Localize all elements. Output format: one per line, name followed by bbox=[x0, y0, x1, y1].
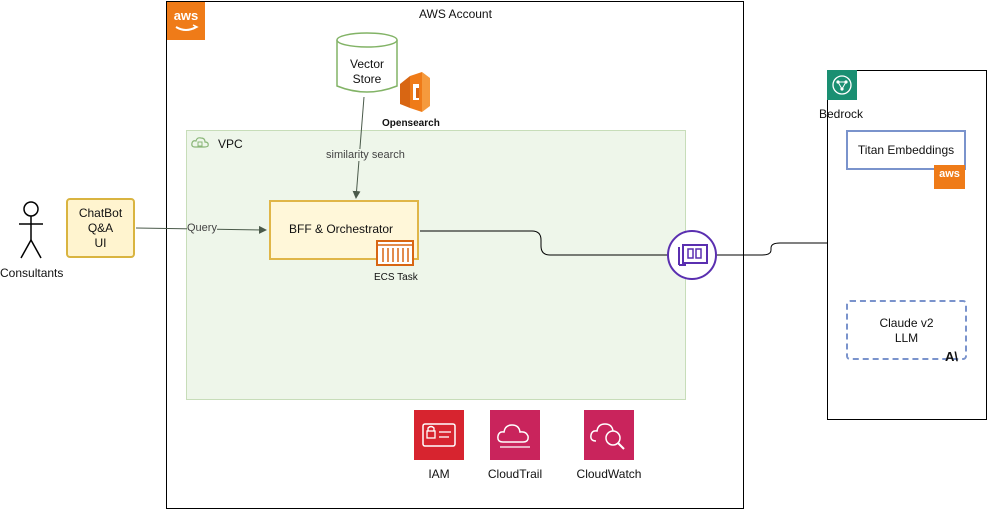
vpc-title: VPC bbox=[218, 137, 243, 151]
opensearch-icon bbox=[400, 72, 430, 112]
similarity-edge bbox=[352, 96, 365, 199]
claude-line-2: LLM bbox=[894, 331, 919, 345]
cloudwatch-icon bbox=[584, 410, 634, 460]
chatbot-ui-box: ChatBot Q&A UI bbox=[66, 198, 135, 258]
titan-embeddings-box: Titan Embeddings bbox=[846, 130, 966, 170]
bedrock-icon bbox=[827, 70, 857, 100]
endpoint-to-bedrock-edge bbox=[717, 242, 827, 256]
aws-logo: aws bbox=[167, 2, 205, 40]
bedrock-label: Bedrock bbox=[819, 107, 864, 121]
vpc-cloud-icon bbox=[191, 137, 209, 148]
opensearch-label: Opensearch bbox=[382, 118, 440, 129]
iam-label: IAM bbox=[428, 467, 450, 481]
chatbot-line-1: ChatBot bbox=[78, 206, 123, 220]
titan-label: Titan Embeddings bbox=[857, 143, 955, 157]
consultants-label: Consultants bbox=[0, 266, 64, 280]
iam-icon bbox=[414, 410, 464, 460]
aws-badge-icon: aws bbox=[934, 165, 965, 189]
bff-label: BFF & Orchestrator bbox=[289, 222, 394, 236]
ecs-task-label: ECS Task bbox=[374, 272, 418, 283]
query-label: Query bbox=[187, 222, 217, 234]
chatbot-line-2: Q&A bbox=[87, 221, 114, 235]
claude-line-1: Claude v2 bbox=[879, 316, 934, 330]
aws-logo-text: aws bbox=[173, 8, 199, 23]
aws-badge-text: aws bbox=[939, 168, 960, 180]
aws-account-title: AWS Account bbox=[419, 7, 492, 21]
vector-store-label-1: Vector bbox=[349, 57, 385, 71]
cloudtrail-label: CloudTrail bbox=[487, 467, 543, 481]
vpc-endpoint-icon bbox=[667, 230, 717, 280]
anthropic-logo: A\ bbox=[945, 349, 958, 364]
consultant-actor-icon bbox=[19, 201, 43, 259]
vpc-boundary bbox=[186, 130, 686, 400]
bff-to-endpoint-edge bbox=[420, 230, 667, 256]
vector-store-cylinder bbox=[336, 32, 398, 93]
chatbot-line-3: UI bbox=[94, 236, 107, 250]
cloudwatch-label: CloudWatch bbox=[576, 467, 642, 481]
ecs-task-icon bbox=[376, 240, 414, 266]
claude-llm-box: Claude v2 LLM bbox=[846, 300, 967, 360]
similarity-search-label: similarity search bbox=[326, 149, 405, 161]
cloudtrail-icon bbox=[490, 410, 540, 460]
bedrock-boundary bbox=[827, 70, 987, 420]
vector-store-label-2: Store bbox=[352, 72, 382, 86]
